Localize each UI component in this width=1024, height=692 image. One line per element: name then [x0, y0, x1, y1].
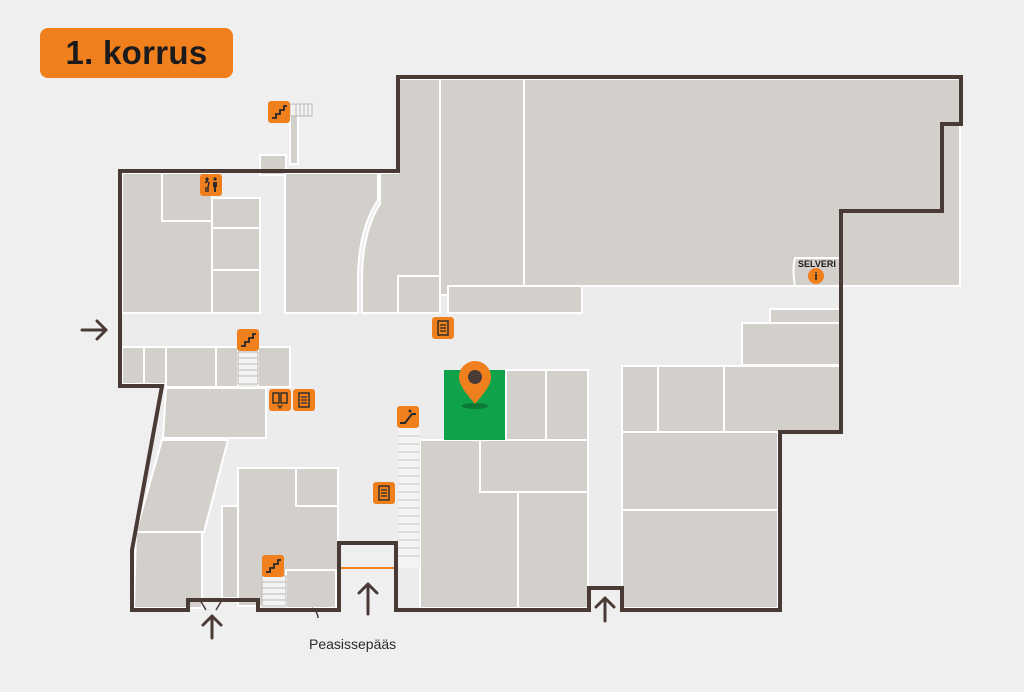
- store-unit: [121, 346, 145, 385]
- atm-icon[interactable]: [372, 481, 396, 505]
- store-unit: [134, 439, 230, 533]
- store-label-selveri: SELVERI: [798, 259, 836, 269]
- entrance-arrow-icon: [594, 596, 616, 623]
- store-unit: [284, 172, 379, 314]
- info-icon[interactable]: i: [808, 268, 824, 284]
- store-unit: [657, 365, 725, 433]
- store-unit: [523, 78, 961, 287]
- store-unit: [165, 346, 217, 388]
- store-units: [121, 78, 961, 609]
- restroom-icon[interactable]: [199, 173, 223, 197]
- store-unit: [285, 569, 337, 609]
- location-pin-icon[interactable]: [459, 361, 491, 409]
- store-unit: [517, 491, 589, 609]
- store-unit: [723, 365, 841, 433]
- store-unit: [221, 505, 239, 599]
- store-unit: [545, 369, 589, 441]
- floor-title: 1. korrus: [65, 34, 208, 71]
- store-unit: [479, 439, 589, 493]
- store-unit: [621, 509, 779, 609]
- store-unit: [215, 346, 239, 388]
- store-unit: [792, 210, 841, 287]
- escalator-icon[interactable]: [396, 405, 420, 429]
- main-entrance-label: Peasissepääs: [309, 636, 397, 652]
- store-unit: [132, 531, 203, 609]
- escalator-strip: [398, 428, 420, 568]
- store-unit: [447, 285, 583, 314]
- floor-title-badge: 1. korrus: [40, 28, 233, 78]
- svg-text:i: i: [814, 271, 817, 283]
- entrance-arrow-icon: [357, 582, 379, 616]
- stairs-icon[interactable]: [236, 328, 260, 352]
- atm-icon[interactable]: [292, 388, 316, 412]
- store-unit: [161, 387, 267, 439]
- store-unit: [295, 467, 339, 507]
- stairs-icon[interactable]: [261, 554, 285, 578]
- store-unit: [505, 369, 547, 441]
- store-unit: [397, 275, 441, 314]
- store-unit: [143, 346, 167, 385]
- store-unit: [211, 227, 261, 271]
- door-swing: [199, 599, 319, 619]
- store-unit: [257, 346, 291, 388]
- elevator-icon[interactable]: [268, 388, 292, 412]
- stairs-icon[interactable]: [267, 100, 291, 124]
- entrance-arrow-icon: [201, 614, 223, 640]
- store-unit: [211, 269, 261, 314]
- store-unit: [211, 197, 261, 229]
- store-unit: [769, 308, 841, 324]
- exterior-wall: [118, 75, 963, 612]
- store-unit: [439, 78, 525, 296]
- atm-icon[interactable]: [431, 316, 455, 340]
- entrance-arrow-icon: [80, 319, 108, 341]
- store-unit: [621, 431, 779, 511]
- store-unit: [621, 365, 659, 433]
- store-unit: [741, 322, 841, 366]
